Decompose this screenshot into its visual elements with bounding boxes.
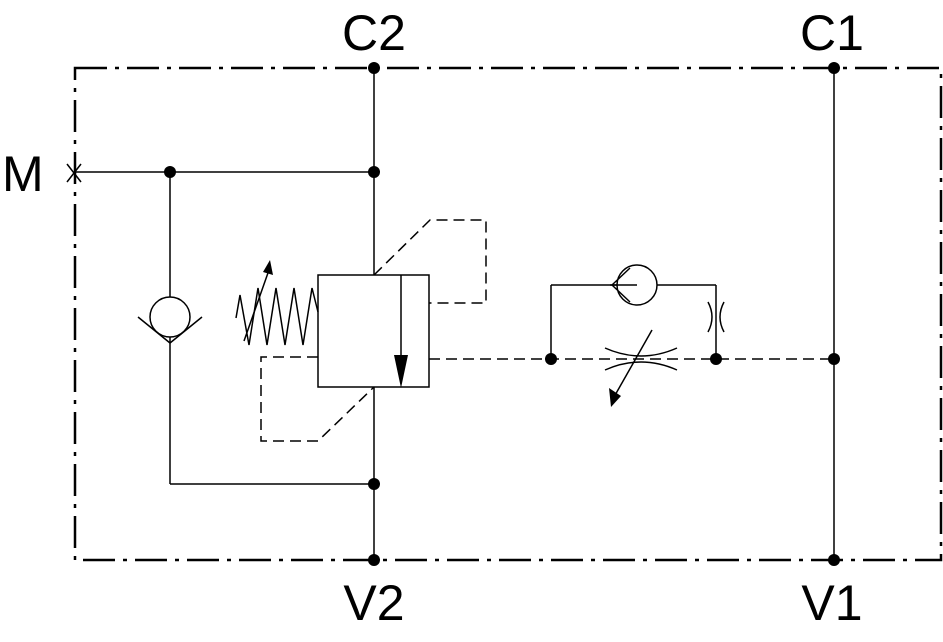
port-label-v1: V1 [801, 575, 862, 631]
check-valve-left [137, 296, 203, 344]
valve-block-boundary [73, 66, 943, 562]
port-label-c1: C1 [800, 5, 864, 61]
junction-dot-c1 [828, 62, 840, 74]
bypass-line [169, 172, 374, 485]
junction-dot-pilot-left [545, 353, 557, 365]
port-label-v2: V2 [343, 575, 404, 631]
junction-dots [164, 62, 840, 566]
adjustable-throttle [604, 329, 678, 407]
junction-dot-v1 [828, 554, 840, 566]
junction-dot-pilot-right [710, 353, 722, 365]
fixed-orifice [707, 301, 725, 333]
junction-dot-m-branch [164, 166, 176, 178]
pilot-line-upper [373, 219, 487, 304]
counterbalance-valve-body [317, 274, 430, 388]
port-label-c2: C2 [342, 5, 406, 61]
adjustable-spring [235, 260, 319, 346]
junction-dot-bypass [368, 478, 380, 490]
port-m-cross-marker [66, 163, 82, 183]
pilot-line-lower [260, 356, 375, 442]
junction-dot-v2 [368, 554, 380, 566]
junction-dot-pilot-c1 [828, 353, 840, 365]
junction-dot-c2 [368, 62, 380, 74]
port-label-m: M [2, 146, 44, 202]
throttle-bypass-loop [550, 284, 717, 359]
valve-flow-arrow [394, 275, 408, 388]
junction-dot-m-c2 [368, 166, 380, 178]
check-valve-pilot [610, 264, 658, 306]
